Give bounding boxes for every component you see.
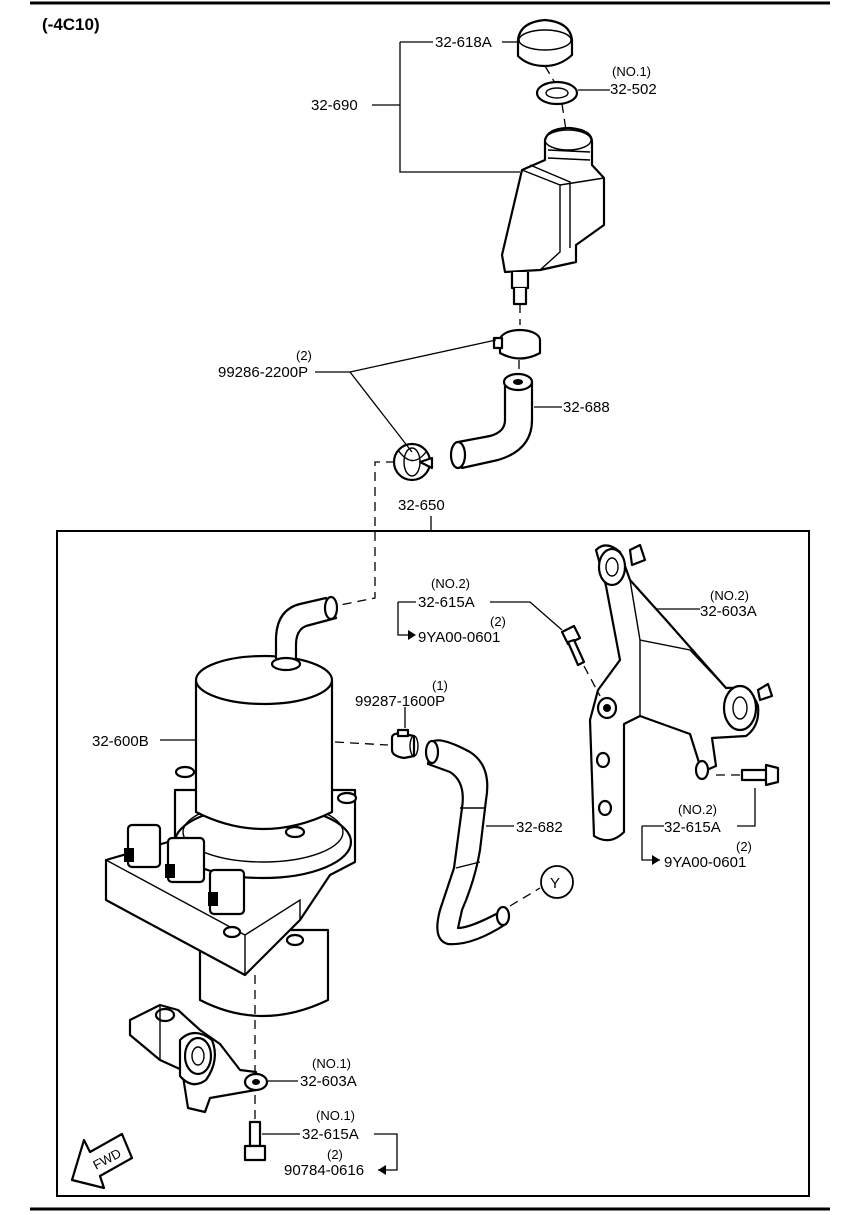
label-bracket-upper: 32-603A xyxy=(700,603,757,620)
label-motor: 32-600B xyxy=(92,733,149,750)
label-reservoir-assy: 32-690 xyxy=(311,97,358,114)
reservoir-tank[interactable] xyxy=(500,126,606,306)
label-bolt-upper-sub-qty: (2) xyxy=(490,614,506,629)
fwd-arrow-icon: FWD xyxy=(70,1132,134,1190)
lower-bracket[interactable] xyxy=(128,1003,269,1114)
hose-clamp-lower[interactable] xyxy=(392,442,434,482)
label-clamp2: 99287-1600P xyxy=(355,693,445,710)
upper-bolt[interactable] xyxy=(560,624,586,667)
label-pump-assy: 32-650 xyxy=(398,497,445,514)
right-bolt[interactable] xyxy=(740,763,780,787)
upper-hose[interactable] xyxy=(449,372,534,470)
label-bolt-right: 32-615A xyxy=(664,819,721,836)
label-gasket-note: (NO.1) xyxy=(612,64,651,79)
label-bolt-lower-note: (NO.1) xyxy=(316,1108,355,1123)
label-bracket-lower: 32-603A xyxy=(300,1073,357,1090)
label-clamp: 99286-2200P xyxy=(218,364,308,381)
label-bolt-upper-note: (NO.2) xyxy=(431,576,470,591)
pump-motor[interactable] xyxy=(104,595,358,1018)
label-clamp2-qty: (1) xyxy=(432,678,448,693)
hose-clamp-upper[interactable] xyxy=(492,328,542,360)
reference-mark-y: Y xyxy=(540,865,574,899)
label-bolt-right-sub: 9YA00-0601 xyxy=(664,854,746,871)
label-bolt-lower-sub: 90784-0616 xyxy=(284,1162,364,1179)
label-bolt-right-sub-qty: (2) xyxy=(736,839,752,854)
label-bolt-upper: 32-615A xyxy=(418,594,475,611)
lower-bolt[interactable] xyxy=(243,1120,267,1162)
label-lower-hose: 32-682 xyxy=(516,819,563,836)
reservoir-cap[interactable] xyxy=(516,18,574,68)
pump-assembly-box xyxy=(56,530,810,1197)
upper-bracket[interactable] xyxy=(588,543,774,842)
label-clamp-qty: (2) xyxy=(296,348,312,363)
label-gasket: 32-502 xyxy=(610,81,657,98)
hose-clamp-small[interactable] xyxy=(390,728,419,760)
label-bolt-lower-sub-qty: (2) xyxy=(327,1147,343,1162)
label-bracket-upper-note: (NO.2) xyxy=(710,588,749,603)
model-code: (-4C10) xyxy=(42,15,100,34)
lower-hose[interactable] xyxy=(424,739,511,946)
label-bolt-lower: 32-615A xyxy=(302,1126,359,1143)
label-bolt-upper-sub: 9YA00-0601 xyxy=(418,629,500,646)
label-bolt-right-note: (NO.2) xyxy=(678,802,717,817)
svg-text:Y: Y xyxy=(550,875,560,892)
label-upper-hose: 32-688 xyxy=(563,399,610,416)
label-cap: 32-618A xyxy=(435,34,492,51)
label-bracket-lower-note: (NO.1) xyxy=(312,1056,351,1071)
gasket[interactable] xyxy=(535,80,579,106)
